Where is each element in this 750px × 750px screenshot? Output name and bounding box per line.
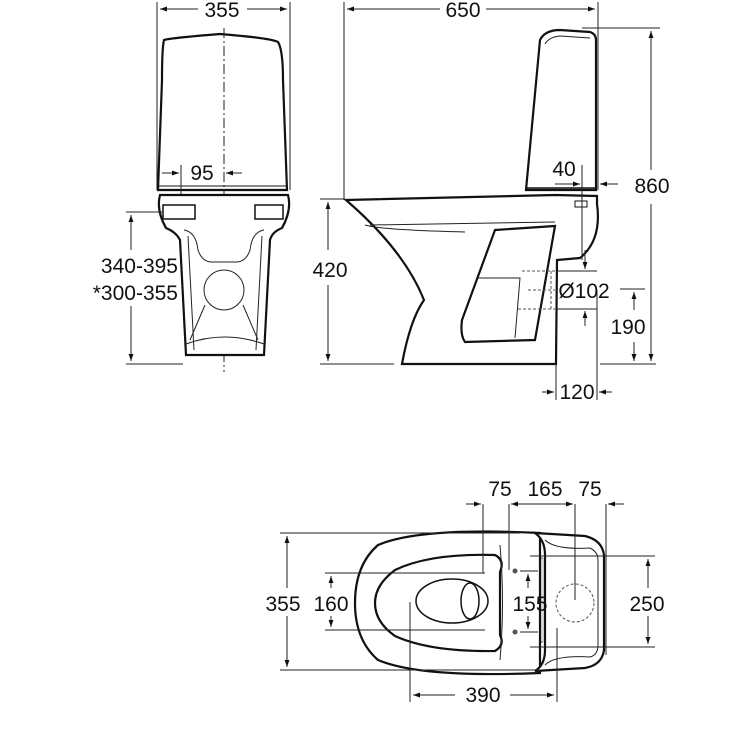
- top-footprint-length-dimension: 390: [465, 684, 500, 707]
- side-view: 650 40 860 420: [312, 0, 669, 404]
- side-outlet-diameter-dimension: Ø102: [558, 280, 609, 303]
- side-outlet-height-dimension: 190: [610, 316, 645, 339]
- tank-top: [531, 531, 606, 673]
- front-view: 355 95 340-395 *300-355: [93, 0, 291, 372]
- top-seat-width-dimension: 160: [313, 593, 348, 616]
- top-tank-width-dimension: 250: [629, 593, 664, 616]
- front-offset-dimension: 95: [190, 162, 213, 185]
- top-spacing-mid-dimension: 165: [527, 478, 562, 501]
- front-height-range-dimension: 340-395: [101, 255, 178, 278]
- side-total-height-dimension: 860: [634, 175, 669, 198]
- side-inlet-offset-dimension: 40: [552, 158, 575, 181]
- top-view: 75 165 75 355 160 155 250 390: [265, 478, 664, 707]
- front-height-range-alt-dimension: *300-355: [93, 282, 178, 305]
- top-width-dimension: 355: [265, 593, 300, 616]
- top-spacing-left-dimension: 75: [488, 478, 511, 501]
- front-width-dimension: 355: [204, 0, 239, 22]
- tank-front: [156, 32, 289, 192]
- side-length-dimension: 650: [445, 0, 480, 22]
- bowl-front: [157, 193, 291, 357]
- top-bolt-spacing-dimension: 155: [512, 593, 547, 616]
- side-outlet-distance-dimension: 120: [559, 381, 594, 404]
- side-bowl-height-dimension: 420: [312, 259, 347, 282]
- top-spacing-right-dimension: 75: [578, 478, 601, 501]
- tank-side: [524, 28, 598, 192]
